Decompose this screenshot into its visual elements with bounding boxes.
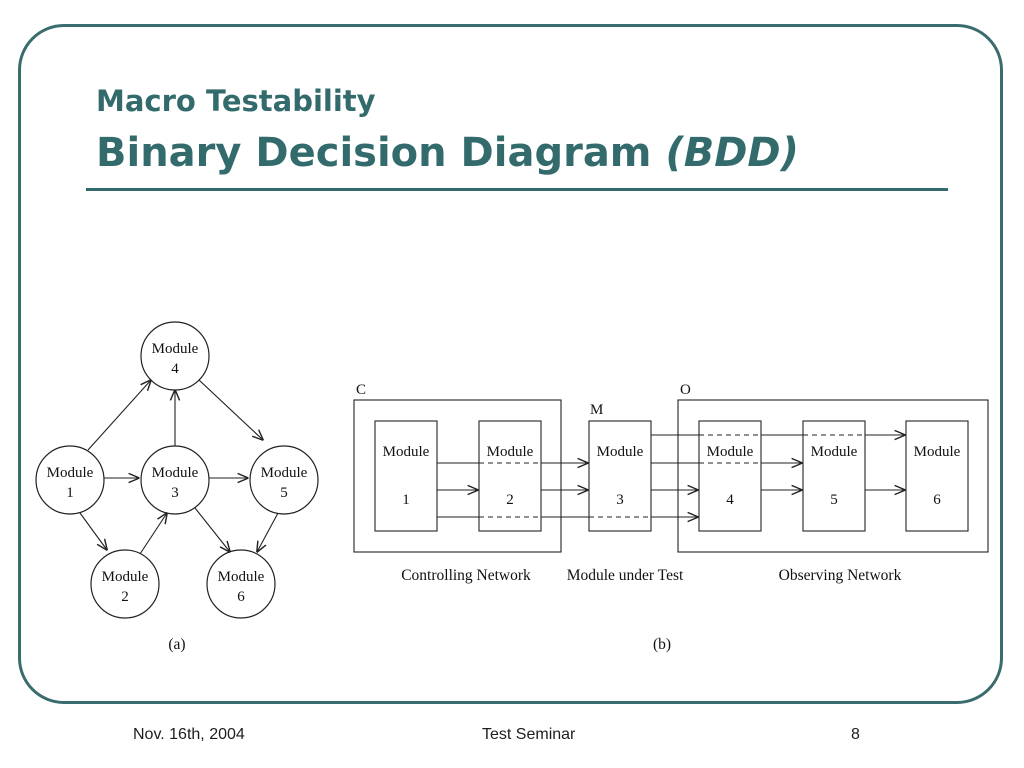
subtitle-abbr: (BDD) [665, 130, 799, 176]
controlling-network-label: Controlling Network [401, 567, 531, 584]
module-b-2-number: 2 [506, 492, 514, 508]
subtitle-main: Binary Decision Diagram [96, 130, 652, 176]
module-b-1-label: Module [383, 444, 430, 460]
module-b-5-number: 5 [830, 492, 838, 508]
module-b-4-label: Module [707, 444, 754, 460]
module-b-2-label: Module [487, 444, 534, 460]
node-4-number: 4 [171, 361, 179, 377]
footer-date: Nov. 16th, 2004 [133, 726, 245, 743]
node-3-label: Module [152, 465, 199, 481]
slide-subtitle: Binary Decision Diagram (BDD) [96, 130, 799, 176]
node-6-number: 6 [237, 589, 245, 605]
module-b-3-label: Module [597, 444, 644, 460]
slide-frame [18, 24, 1003, 704]
node-1-label: Module [47, 465, 94, 481]
module-b-2: Module 2 [478, 420, 542, 532]
node-5-number: 5 [280, 485, 288, 501]
edge-1-to-4 [87, 380, 151, 451]
node-1-number: 1 [66, 485, 74, 501]
module-under-test-label: Module under Test [567, 567, 684, 584]
module-a-node-1: Module 1 [35, 445, 105, 515]
node-2-label: Module [102, 569, 149, 585]
node-4-label: Module [152, 341, 199, 357]
module-b-3-number: 3 [616, 492, 624, 508]
module-b-4-number: 4 [726, 492, 734, 508]
module-a-node-4: Module 4 [140, 321, 210, 391]
diagram-a-edges [79, 379, 279, 555]
module-b-6-number: 6 [933, 492, 941, 508]
title-underline [86, 188, 948, 191]
edge-1-to-2 [79, 512, 107, 550]
module-b-5-label: Module [811, 444, 858, 460]
diagram-b: C M O Module 1 Module 2 Module 3 Module … [353, 382, 989, 653]
module-b-3: Module 3 [588, 420, 652, 532]
node-5-label: Module [261, 465, 308, 481]
module-b-1: Module 1 [374, 420, 438, 532]
edge-5-to-6 [257, 512, 279, 552]
caption-a: (a) [168, 636, 185, 653]
region-c-label: C [356, 382, 366, 398]
controlling-network-box [353, 399, 562, 553]
module-b-6: Module 6 [905, 420, 969, 532]
footer-title: Test Seminar [482, 726, 576, 743]
diagram-a: Module 4 Module 1 Module 3 Module 5 Modu… [35, 321, 319, 653]
node-6-label: Module [218, 569, 265, 585]
module-b-5: Module 5 [802, 420, 866, 532]
observing-network-label: Observing Network [779, 567, 902, 584]
module-a-node-3: Module 3 [140, 445, 210, 515]
edge-3-to-6 [194, 507, 230, 552]
module-b-6-label: Module [914, 444, 961, 460]
module-a-node-6: Module 6 [206, 549, 276, 619]
module-a-node-2: Module 2 [90, 549, 160, 619]
edge-2-to-3 [139, 513, 167, 555]
node-3-number: 3 [171, 485, 179, 501]
footer-page-number: 8 [851, 726, 860, 743]
module-b-4: Module 4 [698, 420, 762, 532]
observing-network-box [677, 399, 989, 553]
caption-b: (b) [653, 636, 671, 653]
region-o-label: O [680, 382, 691, 398]
module-b-1-number: 1 [402, 492, 410, 508]
edge-4-to-5 [198, 379, 263, 440]
module-a-node-5: Module 5 [249, 445, 319, 515]
slide-title: Macro Testability [96, 84, 376, 118]
node-2-number: 2 [121, 589, 129, 605]
diagram-b-connections [437, 435, 905, 517]
region-m-label: M [590, 402, 603, 418]
